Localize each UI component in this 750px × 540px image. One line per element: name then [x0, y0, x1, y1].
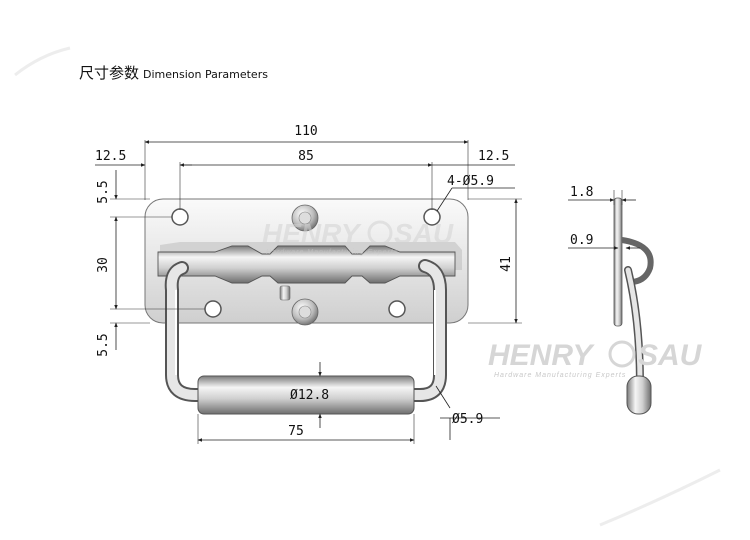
- pivot-bar: [157, 245, 456, 284]
- dim-rod-diameter: Ø5.9: [452, 412, 483, 427]
- edge-watermark-bottom: [599, 468, 721, 527]
- dim-height: 41: [499, 256, 514, 272]
- edge-watermark-top: [14, 46, 71, 77]
- dim-side-thin: 0.9: [570, 233, 593, 248]
- front-dimensions: 110 85 12.5 12.5 4-Ø5.9 5.5 30 5.5 41: [95, 124, 522, 444]
- dim-grip-diameter: Ø12.8: [290, 388, 329, 403]
- title-english: Dimension Parameters: [143, 68, 268, 81]
- dim-vertical-spacing: 30: [96, 257, 111, 273]
- watermark-right: HENRY SAU Hardware Manufacturing Experts: [488, 339, 703, 379]
- dim-bottom-margin: 5.5: [96, 333, 111, 356]
- dim-edge-left: 12.5: [95, 149, 126, 164]
- side-grip: [626, 375, 652, 415]
- mount-hole-bottom-right: [388, 300, 406, 318]
- watermark-logo-icon-right: [608, 340, 636, 368]
- spring-post: [279, 285, 291, 301]
- dim-hole-spacing: 85: [298, 149, 314, 164]
- side-dimensions: 1.8 0.9: [568, 185, 640, 250]
- dim-hole-count-diameter: 4-Ø5.9: [447, 174, 494, 189]
- dim-top-margin: 5.5: [96, 180, 111, 203]
- watermark-logo-icon: [367, 220, 393, 246]
- watermark-center: HENRY SAU Hardware Manufacturing Experts: [262, 218, 454, 256]
- svg-text:Hardware Manufacturing Experts: Hardware Manufacturing Experts: [494, 372, 626, 379]
- side-bail: [625, 267, 643, 388]
- side-plate: [613, 197, 623, 327]
- handle-side-view: [613, 197, 654, 415]
- svg-text:SAU: SAU: [638, 339, 703, 372]
- mount-hole-top-left: [171, 208, 189, 226]
- side-pivot: [621, 237, 654, 285]
- dim-overall-width: 110: [294, 124, 317, 139]
- mount-hole-bottom-left: [204, 300, 222, 318]
- title-chinese: 尺寸参数: [79, 64, 140, 82]
- svg-text:HENRY: HENRY: [262, 218, 362, 249]
- dim-edge-right: 12.5: [478, 149, 509, 164]
- svg-text:HENRY: HENRY: [488, 339, 595, 372]
- dim-side-thickness: 1.8: [570, 185, 593, 200]
- svg-text:SAU: SAU: [394, 218, 454, 249]
- grip-sleeve: [197, 375, 415, 415]
- dim-grip-length: 75: [288, 424, 304, 439]
- handle-front-view: [144, 198, 469, 415]
- svg-text:Hardware Manufacturing Experts: Hardware Manufacturing Experts: [266, 249, 398, 256]
